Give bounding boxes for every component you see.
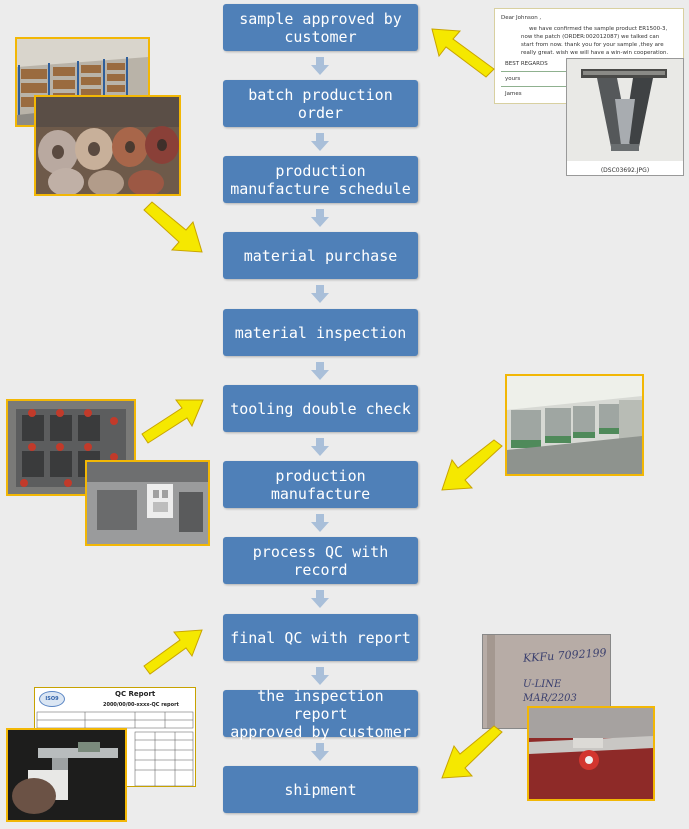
step-label: the inspection report: [257, 686, 384, 723]
step-material-inspection: material inspection: [223, 309, 418, 356]
down-arrow-icon: [311, 667, 329, 685]
step-label: manufacture: [270, 484, 371, 503]
step-label: batch production: [248, 85, 393, 104]
label-tape-edge: [487, 635, 495, 728]
handwriting-line: U-LINE: [523, 679, 562, 690]
qc-report-subtitle: 2000/00/00-xxxx-QC report: [103, 702, 179, 708]
down-arrow-icon: [311, 57, 329, 75]
step-label: production: [275, 466, 366, 485]
yellow-arrow-icon: [441, 439, 503, 491]
iso-logo: ISO9: [39, 691, 65, 707]
letter-divider: [501, 86, 581, 87]
down-arrow-icon: [311, 590, 329, 608]
down-arrow-icon: [311, 438, 329, 456]
step-label: material inspection: [234, 323, 407, 342]
yellow-arrow-icon: [141, 399, 204, 444]
caliper-measurement-photo: [6, 728, 127, 822]
handwriting-line: KKFu 7092199: [522, 646, 607, 665]
letter-body: we have confirmed the sample product ER1…: [521, 26, 669, 56]
step-material-purchase: material purchase: [223, 232, 418, 279]
step-label: approved by customer: [230, 722, 411, 741]
letter-divider: [501, 71, 581, 72]
yellow-arrow-icon: [143, 629, 203, 675]
production-line-photo: [505, 374, 644, 476]
step-shipment: shipment: [223, 766, 418, 813]
step-label: production: [275, 161, 366, 180]
mould-detail-photo: [85, 460, 210, 546]
down-arrow-icon: [311, 743, 329, 761]
iso-logo-text: ISO9: [45, 696, 59, 702]
packed-parts-photo: [527, 706, 655, 801]
down-arrow-icon: [311, 362, 329, 380]
down-arrow-icon: [311, 133, 329, 151]
letter-greeting: Dear Johnson ,: [501, 15, 542, 21]
letter-regards: BEST REGARDS: [505, 61, 548, 67]
steel-coils-image: [36, 97, 179, 194]
yellow-arrow-icon: [143, 201, 203, 253]
step-label: order: [297, 103, 344, 122]
packed-bracket-image: [529, 708, 653, 799]
caliper-image: [8, 730, 125, 820]
steel-coil-photo: [34, 95, 181, 196]
down-arrow-icon: [311, 285, 329, 303]
qc-report-table: [36, 711, 194, 786]
step-label: manufacture schedule: [230, 179, 411, 198]
yellow-arrow-icon: [431, 28, 495, 78]
step-label: process QC with: [252, 542, 389, 561]
step-label: sample approved by: [239, 9, 402, 28]
step-label: tooling double check: [230, 399, 411, 418]
step-label: final QC with report: [230, 628, 411, 647]
letter-closing: yours: [505, 76, 521, 82]
down-arrow-icon: [311, 209, 329, 227]
qc-report-title: QC Report: [115, 690, 156, 698]
sample-product-photo: (DSC03692.JPG): [566, 58, 684, 176]
step-final-qc: final QC with report: [223, 614, 418, 661]
photo-caption: (DSC03692.JPG): [600, 167, 650, 174]
mould-detail-image: [87, 462, 208, 544]
letter-signature: James: [505, 91, 522, 97]
step-label: customer: [284, 27, 357, 46]
handwriting-line: MAR/2203: [523, 693, 577, 704]
bracket-image: [567, 59, 683, 161]
yellow-arrow-icon: [441, 725, 503, 779]
injection-machines-image: [507, 376, 642, 474]
step-label: shipment: [284, 780, 357, 799]
step-tooling-double-check: tooling double check: [223, 385, 418, 432]
step-label: record: [293, 560, 348, 579]
down-arrow-icon: [311, 514, 329, 532]
step-label: material purchase: [243, 246, 398, 265]
